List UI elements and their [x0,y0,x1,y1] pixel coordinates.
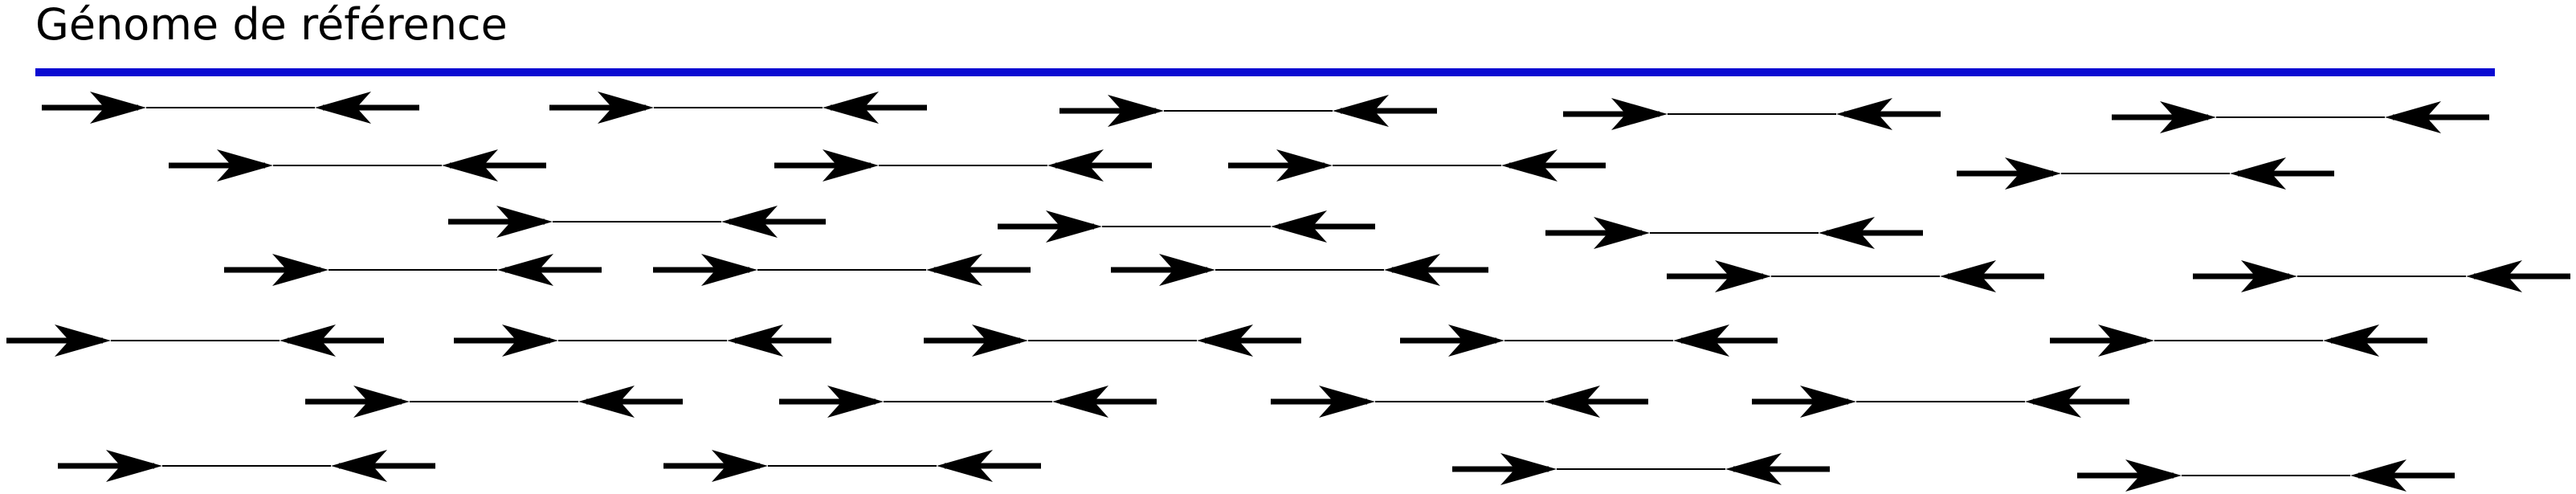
read-pair [998,210,1375,243]
left-arrow-icon [1501,149,1606,182]
left-arrow-icon [1052,386,1157,418]
read-pair [169,149,546,182]
left-arrow-icon [2350,459,2455,492]
right-arrow-icon [224,254,329,286]
right-arrow-icon [1059,95,1164,127]
read-pair [6,325,384,357]
right-arrow-icon [549,92,654,124]
read-pair [2077,459,2455,492]
left-arrow-icon [2323,325,2427,357]
right-arrow-icon [1111,254,1215,286]
left-arrow-icon [1333,95,1437,127]
right-arrow-icon [2050,325,2154,357]
right-arrow-icon [42,92,146,124]
left-arrow-icon [727,325,831,357]
read-pair [1545,217,1923,249]
read-pair [1452,453,1830,485]
left-arrow-icon [1544,386,1648,418]
left-arrow-icon [937,450,1041,482]
read-pair [2112,101,2489,133]
read-pair [1271,386,1648,418]
read-pair [549,92,927,124]
left-arrow-icon [721,206,826,238]
read-pair [774,149,1152,182]
left-arrow-icon [1384,254,1488,286]
left-arrow-icon [1047,149,1152,182]
right-arrow-icon [1957,157,2061,190]
read-pair [2050,325,2427,357]
right-arrow-icon [663,450,768,482]
right-arrow-icon [2077,459,2182,492]
right-arrow-icon [2193,260,2297,292]
right-arrow-icon [305,386,410,418]
left-arrow-icon [578,386,683,418]
left-arrow-icon [497,254,602,286]
left-arrow-icon [442,149,546,182]
right-arrow-icon [924,325,1028,357]
left-arrow-icon [1197,325,1301,357]
left-arrow-icon [2385,101,2489,133]
read-pair [448,206,826,238]
left-arrow-icon [1836,98,1941,130]
right-arrow-icon [1545,217,1650,249]
right-arrow-icon [1563,98,1668,130]
left-arrow-icon [823,92,927,124]
read-pair [1667,260,2044,292]
right-arrow-icon [1400,325,1504,357]
right-arrow-icon [448,206,553,238]
right-arrow-icon [58,450,162,482]
right-arrow-icon [1228,149,1333,182]
right-arrow-icon [774,149,879,182]
left-arrow-icon [315,92,419,124]
read-pair [2193,260,2570,292]
right-arrow-icon [1667,260,1771,292]
read-pair [779,386,1157,418]
read-pair [653,254,1031,286]
right-arrow-icon [1271,386,1375,418]
read-pair [1957,157,2334,190]
read-pair [224,254,602,286]
right-arrow-icon [998,210,1102,243]
right-arrow-icon [1452,453,1557,485]
right-arrow-icon [454,325,558,357]
left-arrow-icon [1725,453,1830,485]
left-arrow-icon [1271,210,1375,243]
diagram-title: Génome de référence [35,0,508,50]
left-arrow-icon [280,325,384,357]
read-pair [58,450,435,482]
read-pair [1400,325,1778,357]
read-pair [1228,149,1606,182]
read-pair [663,450,1041,482]
right-arrow-icon [169,149,273,182]
read-pair [1563,98,1941,130]
left-arrow-icon [926,254,1031,286]
read-pairs-group [6,92,2570,492]
right-arrow-icon [779,386,884,418]
left-arrow-icon [331,450,435,482]
left-arrow-icon [1819,217,1923,249]
read-pair [1752,386,2129,418]
left-arrow-icon [2025,386,2129,418]
read-pair [42,92,419,124]
right-arrow-icon [1752,386,1856,418]
left-arrow-icon [1673,325,1778,357]
right-arrow-icon [653,254,757,286]
read-pair [305,386,683,418]
right-arrow-icon [6,325,111,357]
read-pair [924,325,1301,357]
left-arrow-icon [2466,260,2570,292]
left-arrow-icon [2230,157,2334,190]
read-pair [454,325,831,357]
read-pair [1059,95,1437,127]
right-arrow-icon [2112,101,2216,133]
read-pair [1111,254,1488,286]
left-arrow-icon [1940,260,2044,292]
